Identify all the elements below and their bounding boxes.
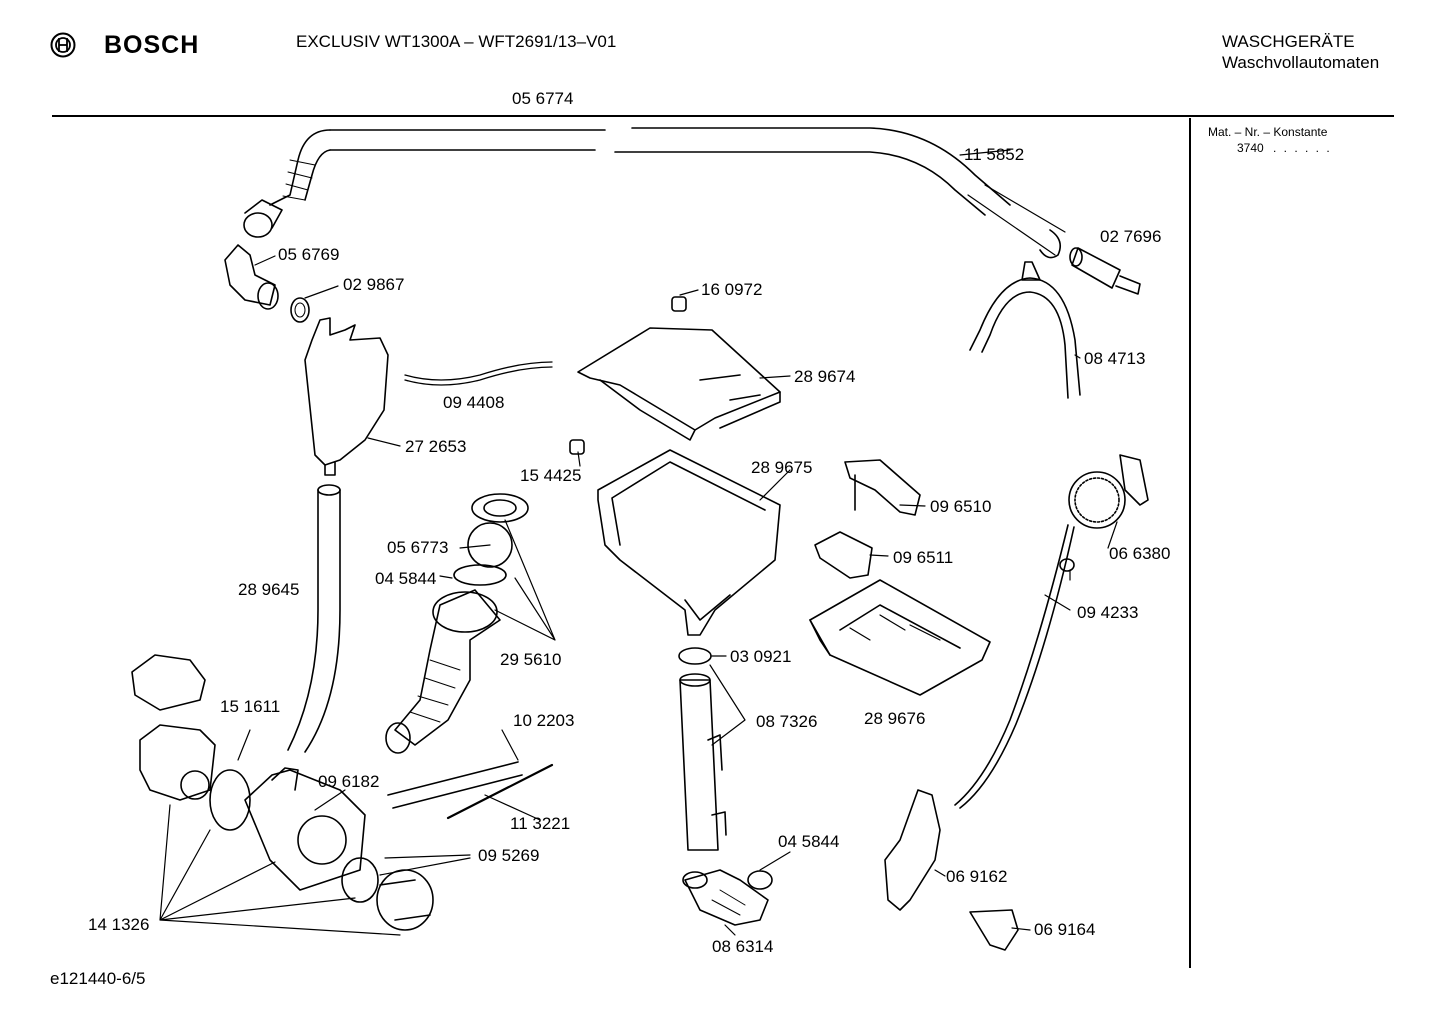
part-label: 09 6511	[893, 548, 954, 567]
part-label: 28 9645	[238, 580, 300, 599]
part-label: 09 6510	[930, 497, 992, 516]
drain-elbow-drawing	[682, 869, 773, 926]
part-label: 10 2203	[513, 711, 575, 730]
part-label: 02 7696	[1100, 227, 1162, 246]
drawing-id: e121440-6/5	[50, 969, 146, 988]
drain-hose-drawing	[387, 761, 523, 809]
part-label: 09 5269	[478, 846, 540, 865]
hose-connector-drawing	[1069, 247, 1141, 295]
bellows-pipe-drawing	[385, 493, 529, 754]
part-label: 03 0921	[730, 647, 792, 666]
part-label: 09 6182	[318, 772, 380, 791]
part-label: 28 9675	[751, 458, 813, 477]
seal-ring-drawing	[290, 297, 310, 323]
part-label: 08 6314	[712, 937, 774, 956]
part-label: 11 5852	[964, 145, 1025, 164]
part-label: 05 6773	[387, 538, 449, 557]
part-label: 15 1611	[220, 697, 281, 716]
category-line-1: WASCHGERÄTE	[1222, 32, 1355, 51]
thin-hose-drawing	[404, 361, 553, 386]
part-label: 08 7326	[756, 712, 818, 731]
wire-drawing	[446, 763, 554, 820]
lever-drawing	[844, 459, 921, 516]
plug-drawing	[569, 439, 585, 455]
material-number-value: 3740	[1237, 141, 1264, 155]
brand-name: BOSCH	[104, 31, 200, 59]
part-label: 08 4713	[1084, 349, 1146, 368]
part-label: 14 1326	[88, 915, 150, 934]
leader-lines	[159, 149, 1118, 936]
air-trap-drawing	[304, 317, 389, 476]
elbow-drawing	[224, 244, 279, 310]
material-number-dots: . . . . . .	[1273, 141, 1332, 155]
bosch-logo-icon	[50, 32, 76, 58]
part-label: 04 5844	[375, 569, 437, 588]
part-label: 09 4233	[1077, 603, 1139, 622]
small-cap-drawing	[671, 296, 687, 312]
model-title: EXCLUSIV WT1300A – WFT2691/13–V01	[296, 32, 617, 51]
part-label: 04 5844	[778, 832, 840, 851]
cover-drawing	[577, 327, 781, 441]
part-label: 16 0972	[701, 280, 763, 299]
side-panel-divider	[1189, 118, 1191, 968]
part-label: 09 4408	[443, 393, 505, 412]
part-label: 11 3221	[510, 814, 571, 833]
part-label: 29 5610	[500, 650, 562, 669]
hose-drawing	[287, 484, 341, 753]
assembly-number: 05 6774	[512, 89, 574, 108]
material-number-label: Mat. – Nr. – Konstante	[1208, 125, 1328, 139]
bracket-drawing	[884, 789, 941, 911]
part-label: 06 6380	[1109, 544, 1171, 563]
category-line-2: Waschvollautomaten	[1222, 53, 1380, 72]
tube-seal-drawing	[1059, 558, 1075, 572]
part-label: 06 9162	[946, 867, 1008, 886]
nozzle-drawing	[969, 909, 1019, 951]
header-divider	[52, 115, 1394, 117]
part-label: 28 9676	[864, 709, 926, 728]
inlet-hose-drawing	[243, 127, 1066, 259]
hose-clamp-drawing	[969, 277, 1081, 399]
float-ball-drawing	[467, 522, 513, 568]
part-label: 05 6769	[278, 245, 340, 264]
drain-pipe-drawing	[678, 647, 727, 851]
valve-drawing	[814, 531, 873, 579]
detergent-drawer-drawing	[809, 579, 991, 696]
part-label: 06 9164	[1034, 920, 1096, 939]
part-label: 15 4425	[520, 466, 582, 485]
pressure-switch-drawing	[1068, 454, 1149, 529]
pump-drawing	[131, 654, 434, 931]
dispenser-housing-drawing	[597, 449, 781, 636]
part-label: 02 9867	[343, 275, 405, 294]
part-label: 27 2653	[405, 437, 467, 456]
part-label: 28 9674	[794, 367, 856, 386]
pressure-tube-drawing	[954, 524, 1075, 809]
